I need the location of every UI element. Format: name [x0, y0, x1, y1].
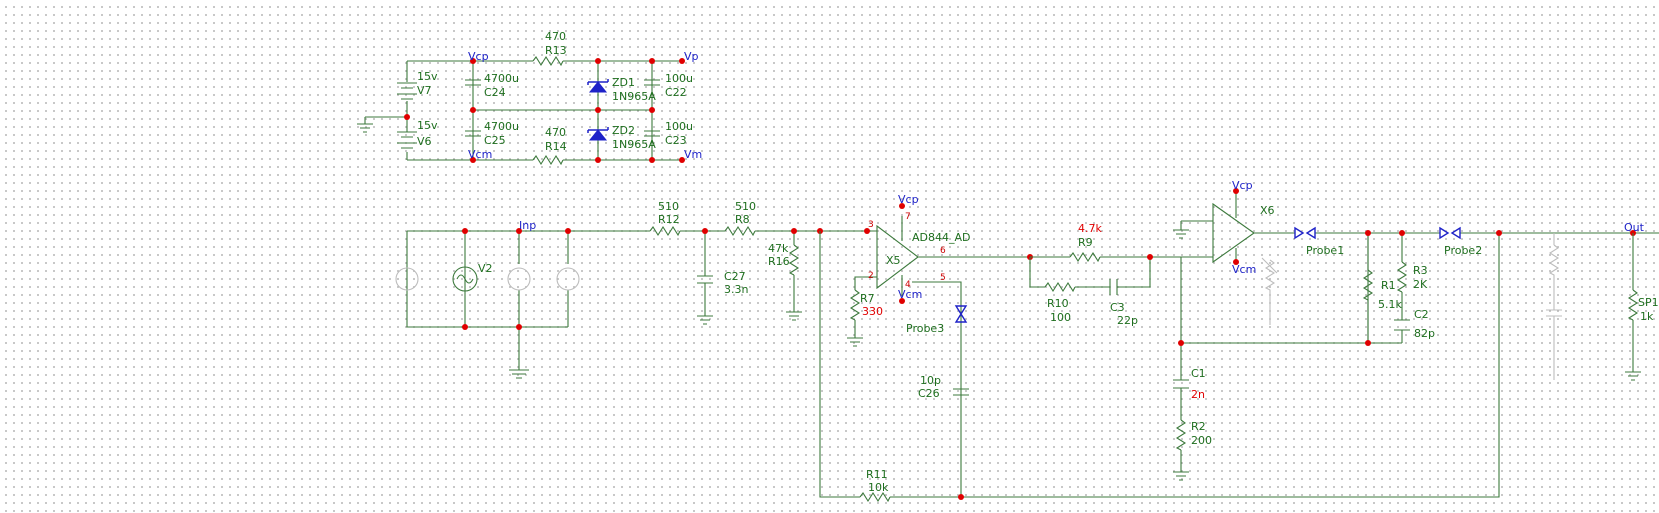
r12-value: 510: [658, 200, 679, 213]
zd1-part: 1N965A: [612, 90, 656, 103]
sp1-ref: SP1: [1638, 296, 1659, 309]
c1-ref: C1: [1191, 367, 1206, 380]
r13-ref: R13: [545, 44, 567, 57]
v7-ref: V7: [417, 84, 432, 97]
net-label-inp: Inp: [519, 219, 536, 232]
v6-value: 15v: [417, 119, 438, 132]
net-label-x5-vcm: Vcm: [898, 288, 922, 301]
r8-value: 510: [735, 200, 756, 213]
net-label-vp: Vp: [684, 50, 699, 63]
r1-value: 5.1k: [1378, 298, 1402, 311]
r2-ref: R2: [1191, 420, 1206, 433]
r7-value: 330: [862, 305, 883, 318]
c2-ref: C2: [1414, 308, 1429, 321]
c25-value: 4700u: [484, 120, 519, 133]
c26-ref: C26: [918, 387, 940, 400]
output-section: Out SP1 1k: [1546, 221, 1659, 381]
x5-pin2: 2: [868, 271, 874, 281]
r14-ref: R14: [545, 140, 567, 153]
r10-value: 100: [1050, 311, 1071, 324]
v6-ref: V6: [417, 135, 432, 148]
r9-value: 4.7k: [1078, 222, 1102, 235]
zd2-part: 1N965A: [612, 138, 656, 151]
r13-value: 470: [545, 30, 566, 43]
v7-value: 15v: [417, 70, 438, 83]
x5-pin7: 7: [905, 212, 911, 222]
probe3-label: Probe3: [906, 322, 944, 335]
r16-value: 47k: [768, 242, 789, 255]
r10-ref: R10: [1047, 297, 1069, 310]
r3-value: 2K: [1413, 278, 1428, 291]
c25-ref: C25: [484, 134, 506, 147]
c27-ref: C27: [724, 270, 746, 283]
c22-ref: C22: [665, 86, 687, 99]
amplifier-x5-block: Vcp Vcm AD844_AD X5 3 2 7 6 4 5 R7 330 1…: [819, 193, 1500, 503]
amplifier-x6-block: Vcp Vcm X6 Probe1 Probe2 R1 5.1k R3 2K C…: [1173, 179, 1659, 481]
x5-pin6: 6: [940, 246, 946, 256]
c24-ref: C24: [484, 86, 506, 99]
r14-value: 470: [545, 126, 566, 139]
input-section: Inp V2 510 R12 510 R8 C27 3.3n 47k R16: [395, 200, 867, 379]
filter-network: 4.7k R9 R10 100 C3 22p: [1029, 222, 1181, 327]
net-label-x5-vcp: Vcp: [898, 193, 919, 206]
net-label-vcp: Vcp: [468, 50, 489, 63]
c23-value: 100u: [665, 120, 693, 133]
c22-value: 100u: [665, 72, 693, 85]
r16-ref: R16: [768, 255, 790, 268]
c1-value: 2n: [1191, 388, 1205, 401]
net-label-vm: Vm: [684, 148, 702, 161]
c26-value: 10p: [920, 374, 941, 387]
power-supply-block: Vcp Vp Vcm Vm 15v V7 15v V6 4700u C24 47…: [357, 30, 702, 166]
x5-pin4: 4: [905, 280, 911, 290]
net-label-x6-vcp: Vcp: [1232, 179, 1253, 192]
r2-value: 200: [1191, 434, 1212, 447]
r9-ref: R9: [1078, 236, 1093, 249]
c2-value: 82p: [1414, 327, 1435, 340]
sp1-value: 1k: [1640, 310, 1654, 323]
v2-ref: V2: [478, 262, 493, 275]
net-label-vcm: Vcm: [468, 148, 492, 161]
x5-ref: X5: [886, 254, 901, 267]
c23-ref: C23: [665, 134, 687, 147]
r11-value: 10k: [868, 481, 889, 494]
probe2-label: Probe2: [1444, 244, 1482, 257]
r3-ref: R3: [1413, 264, 1428, 277]
c24-value: 4700u: [484, 72, 519, 85]
r8-ref: R8: [735, 213, 750, 226]
net-label-x6-vcm: Vcm: [1232, 263, 1256, 276]
r7-ref: R7: [860, 292, 875, 305]
c27-value: 3.3n: [724, 283, 748, 296]
x5-part: AD844_AD: [912, 231, 971, 244]
c3-value: 22p: [1117, 314, 1138, 327]
probe1-label: Probe1: [1306, 244, 1344, 257]
x5-pin3: 3: [868, 220, 874, 230]
r11-ref: R11: [866, 468, 888, 481]
r1-ref: R1: [1381, 279, 1396, 292]
r12-ref: R12: [658, 213, 680, 226]
x6-ref: X6: [1260, 204, 1275, 217]
net-label-out: Out: [1624, 221, 1645, 234]
x5-pin5: 5: [940, 273, 946, 283]
zd2-ref: ZD2: [612, 124, 635, 137]
c3-ref: C3: [1110, 301, 1125, 314]
zd1-ref: ZD1: [612, 76, 635, 89]
